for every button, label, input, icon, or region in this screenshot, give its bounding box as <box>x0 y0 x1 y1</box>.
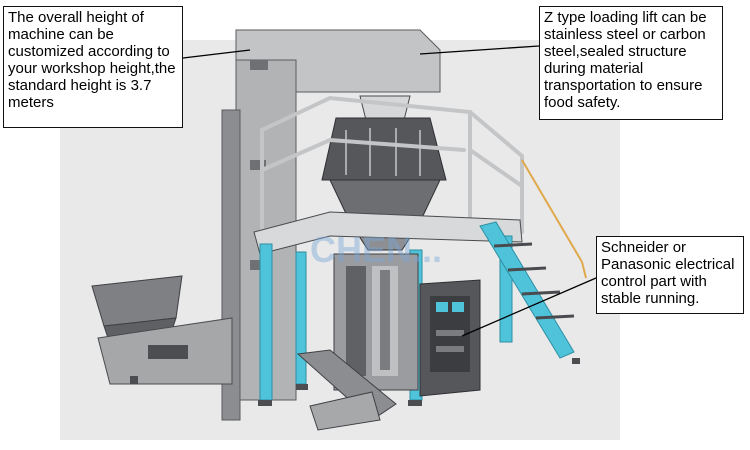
feed-hopper <box>91 275 233 385</box>
access-stair <box>479 159 587 364</box>
control-cabinet <box>419 279 481 397</box>
leader-line-control <box>461 277 597 337</box>
height-callout: The overall height of machine can be cus… <box>3 6 183 128</box>
machine-feet <box>258 384 422 406</box>
electrical-control-callout: Schneider or Panasonic electrical contro… <box>596 236 744 314</box>
platform-guard-rail <box>260 95 524 234</box>
brand-watermark: CHEN... <box>310 229 442 270</box>
output-conveyor <box>296 349 397 431</box>
loading-lift-callout: Z type loading lift can be stainless ste… <box>539 6 723 120</box>
leader-line-lift <box>419 45 540 55</box>
multihead-weigher <box>321 95 447 251</box>
leader-line-height <box>182 49 251 59</box>
vffs-body <box>333 253 419 391</box>
